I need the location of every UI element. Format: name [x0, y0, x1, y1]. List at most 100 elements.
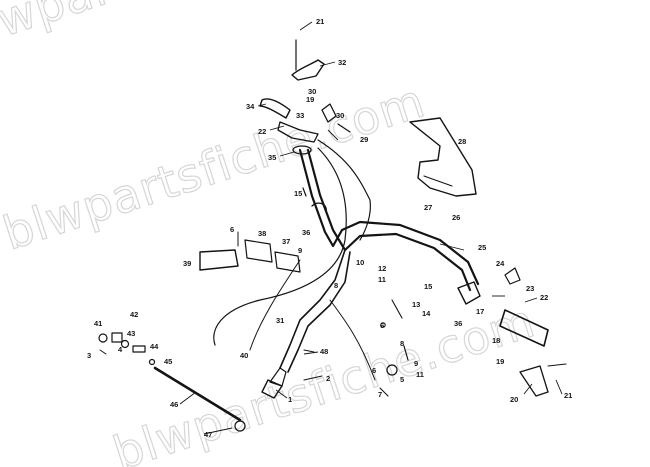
callout-32: 32: [338, 58, 346, 67]
part-3-block: [111, 332, 123, 343]
callout-30: 30: [336, 111, 344, 120]
callout-9: 9: [298, 246, 302, 255]
part-39-housing: [199, 249, 239, 271]
part-6-nut-lower: [380, 322, 386, 328]
callout-15: 15: [424, 282, 432, 291]
callout-41: 41: [94, 319, 102, 328]
callout-leaders: [179, 21, 563, 435]
callout-28: 28: [458, 137, 466, 146]
callout-3: 3: [87, 351, 91, 360]
part-22-lever: [277, 121, 319, 143]
callout-17: 17: [476, 307, 484, 316]
callout-35: 35: [268, 153, 276, 162]
callout-30-top: 30: [308, 87, 316, 96]
callout-7: 7: [378, 390, 382, 399]
callout-21: 21: [316, 17, 324, 26]
callout-6: 6: [230, 225, 234, 234]
part-18-grip: [499, 309, 549, 347]
handlebar-assembly: [261, 148, 480, 399]
callout-26: 26: [452, 213, 460, 222]
brake-cable: [213, 147, 347, 346]
part-43-ring: [120, 339, 130, 349]
callout-6-mid: 6: [380, 321, 384, 330]
callout-12: 12: [378, 264, 386, 273]
callout-27: 27: [424, 203, 432, 212]
steering-shaft-rod: [153, 366, 242, 422]
part-27-trim: [423, 175, 453, 187]
callout-20: 20: [510, 395, 518, 404]
callout-24: 24: [496, 259, 505, 268]
part-15-bolt: [302, 187, 307, 197]
callout-2: 2: [326, 374, 330, 383]
callout-40: 40: [240, 351, 248, 360]
lower-fastener-parts: [303, 299, 409, 397]
callout-47: 47: [204, 430, 212, 439]
callout-19: 19: [496, 357, 504, 366]
handlebar-stem-left: [279, 249, 346, 369]
callout-38: 38: [258, 229, 266, 238]
handlebar-stem-right: [287, 251, 351, 373]
part-5-nut: [386, 364, 398, 376]
callout-33: 33: [296, 111, 304, 120]
part-34-grip: [259, 98, 291, 119]
callout-34: 34: [246, 102, 255, 111]
callout-45: 45: [164, 357, 172, 366]
watermark-text-top: blwpartsfiche.com: [0, 0, 383, 61]
callout-36-upper: 36: [302, 228, 310, 237]
part-3-bolt: [99, 349, 107, 355]
right-hand-assembly: [457, 267, 567, 397]
callout-29: 29: [360, 135, 368, 144]
upper-control-assembly: [259, 39, 351, 213]
callout-25: 25: [478, 243, 486, 252]
part-7-bolt: [379, 387, 389, 397]
throttle-cable: [317, 139, 371, 241]
callout-labels: 21 32 30 19 34 33 30 22 29 35 15 28 27 2…: [87, 17, 572, 439]
part-44-sleeve: [132, 345, 146, 353]
part-29-pin: [337, 123, 351, 133]
steering-post-collar: [269, 367, 287, 387]
part-48-bolt: [303, 349, 315, 353]
callout-36-lower: 36: [454, 319, 462, 328]
callout-43: 43: [127, 329, 135, 338]
callout-8: 8: [400, 339, 404, 348]
side-guard-assembly: [409, 117, 477, 197]
part-36-clip: [311, 202, 327, 213]
left-switch-assembly: [199, 231, 301, 273]
callout-4: 4: [118, 345, 123, 354]
part-30-clamp: [321, 103, 337, 123]
callout-18: 18: [492, 336, 500, 345]
callout-13: 13: [412, 300, 420, 309]
callout-22: 22: [258, 127, 266, 136]
callout-48: 48: [320, 347, 328, 356]
callout-46: 46: [170, 400, 178, 409]
callout-5: 5: [400, 375, 404, 384]
watermark-text-bottom: blwpartsfiche.com: [107, 293, 542, 467]
part-24-bracket: [504, 267, 521, 285]
part-35-block: [292, 145, 312, 155]
part-41-washer: [98, 333, 108, 343]
part-2-bolt: [303, 375, 323, 381]
part-13-bolt: [391, 299, 403, 319]
part-38-switch: [244, 239, 273, 263]
callout-11: 11: [416, 370, 424, 379]
part-45-pin: [148, 358, 156, 366]
callout-8-mid: 8: [334, 281, 338, 290]
throttle-linkage-parts: [98, 332, 156, 366]
part-8-bolt: [403, 345, 409, 361]
callout-31: 31: [276, 316, 284, 325]
callout-22-right: 22: [540, 293, 548, 302]
kill-switch-wire: [329, 299, 376, 381]
callout-15-upper: 15: [294, 189, 302, 198]
callout-21-right: 21: [564, 391, 572, 400]
callout-1: 1: [288, 395, 292, 404]
part-20-lever: [519, 365, 549, 397]
part-21-bolt-right: [547, 363, 567, 367]
callout-19-top: 19: [306, 95, 314, 104]
steering-shaft: [153, 366, 246, 432]
callout-14: 14: [422, 309, 431, 318]
callout-23: 23: [526, 284, 534, 293]
handlebar-lower-tube: [306, 148, 472, 292]
callout-10: 10: [356, 258, 364, 267]
callout-42: 42: [130, 310, 138, 319]
